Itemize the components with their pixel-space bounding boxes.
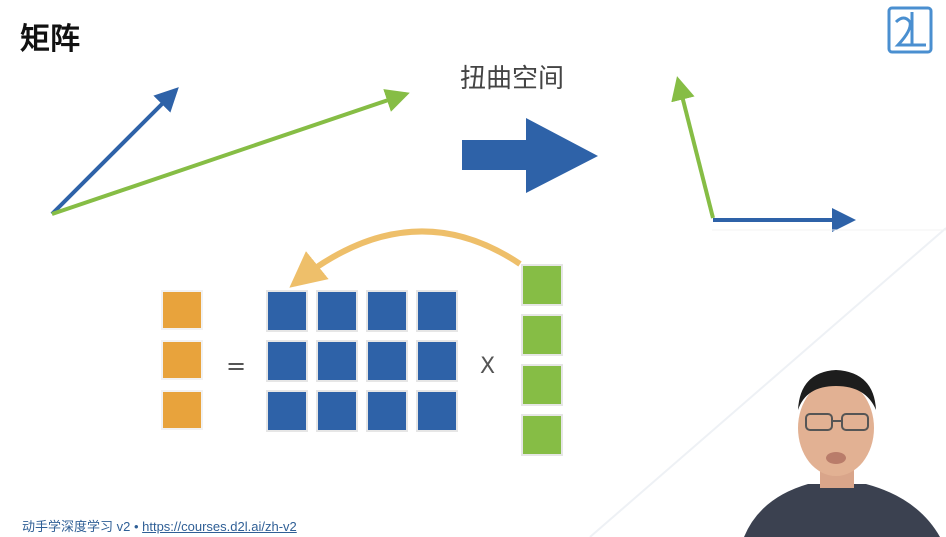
green-vector-before [51,89,410,216]
matrix-cell [316,340,358,382]
input-cell [521,364,563,406]
equals-sign: = [226,352,247,380]
slide-subtitle: 扭曲空间 [460,64,565,94]
matrix-cell [416,290,458,332]
input-vector [521,264,563,456]
matrix-cell [416,340,458,382]
matrix-cell [266,390,308,432]
matrix-cell [366,290,408,332]
curved-arrow [289,228,522,288]
footer-separator: • [130,519,143,534]
matrix-cell [416,390,458,432]
green-vector-after [671,76,715,219]
footer: 动手学深度学习 v2 • https://courses.d2l.ai/zh-v… [22,516,297,535]
transform-matrix [266,290,458,432]
blue-vector-before [50,87,179,216]
output-cell [161,290,203,330]
footer-course: 动手学深度学习 v2 [22,519,131,534]
matrix-cell [366,390,408,432]
background-diagonal [589,227,946,537]
input-cell [521,314,563,356]
d2l-logo-icon [887,6,933,54]
matrix-cell [316,390,358,432]
input-cell [521,414,563,456]
matrix-cell [316,290,358,332]
footer-link[interactable]: https://courses.d2l.ai/zh-v2 [142,519,297,534]
matrix-cell [366,340,408,382]
presenter-video [744,370,940,537]
slide-title: 矩阵 [20,22,80,57]
input-cell [521,264,563,306]
output-vector [161,290,203,430]
output-cell [161,340,203,380]
times-sign: X [480,354,496,379]
matrix-cell [266,290,308,332]
output-cell [161,390,203,430]
matrix-cell [266,340,308,382]
right-arrow-icon [462,118,598,193]
